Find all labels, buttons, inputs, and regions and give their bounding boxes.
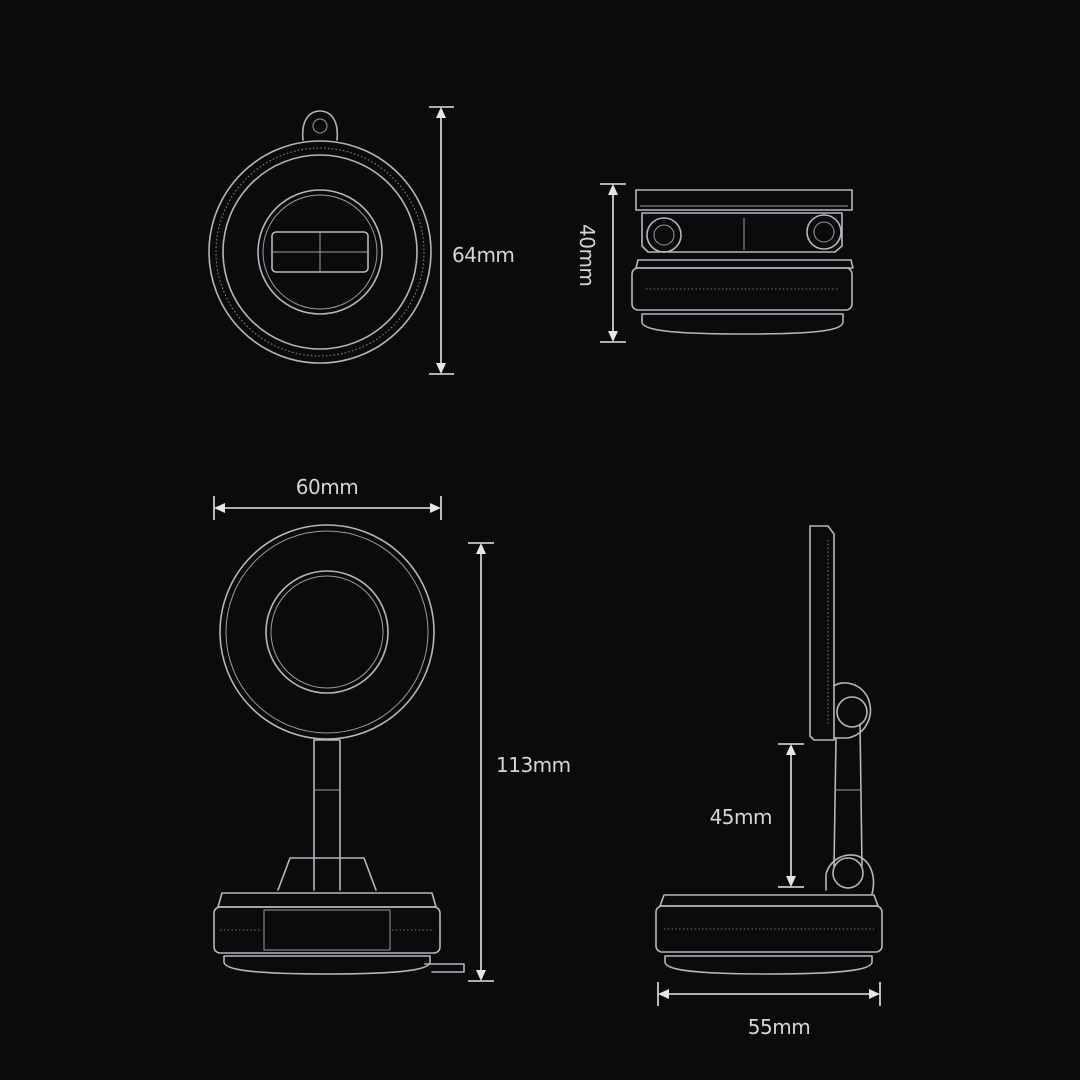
hang-loop-hole xyxy=(312,118,328,134)
side-arm xyxy=(833,723,863,867)
upper-pivot xyxy=(836,696,868,728)
front-knurled-base xyxy=(213,906,441,954)
base-cap xyxy=(635,259,854,269)
knurled-base xyxy=(631,267,853,311)
magnet-head-outer xyxy=(219,524,435,740)
knurl-band xyxy=(215,147,425,357)
hinge-body xyxy=(641,212,843,253)
side-view-extended xyxy=(655,525,883,975)
dimension-60mm: 60mm xyxy=(213,475,442,520)
label-55mm: 55mm xyxy=(748,1015,810,1039)
left-pivot xyxy=(646,217,682,253)
side-suction-pad xyxy=(664,955,873,975)
label-45mm: 45mm xyxy=(710,805,772,829)
suction-pad xyxy=(641,313,844,335)
dimension-113mm: 113mm xyxy=(468,542,571,982)
right-pivot xyxy=(806,214,842,250)
label-113mm: 113mm xyxy=(496,753,571,777)
label-64mm: 64mm xyxy=(452,243,514,267)
front-view-extended xyxy=(213,524,465,975)
center-disc xyxy=(257,189,383,315)
outer-ring xyxy=(208,140,432,364)
side-knurled-base xyxy=(655,905,883,953)
lower-hinge xyxy=(825,854,875,895)
front-suction-pad xyxy=(223,955,431,975)
dimension-40mm: 40mm xyxy=(575,183,626,343)
head-plate xyxy=(635,189,853,211)
dimension-55mm: 55mm xyxy=(657,982,881,1039)
magnet-head-inner xyxy=(265,570,389,694)
hinge-block xyxy=(277,857,377,891)
release-tab xyxy=(424,963,465,973)
center-disc-inner xyxy=(262,194,378,310)
hang-loop xyxy=(301,110,339,141)
side-view-compact xyxy=(631,189,854,335)
lower-pivot xyxy=(832,857,864,889)
inner-ring xyxy=(222,154,418,350)
stem xyxy=(313,739,341,859)
top-view-mount xyxy=(208,110,432,364)
side-head-plate xyxy=(809,525,835,741)
label-60mm: 60mm xyxy=(296,475,358,499)
dimension-64mm: 64mm xyxy=(429,106,515,375)
label-40mm: 40mm xyxy=(575,224,599,286)
upper-hinge xyxy=(833,682,872,739)
dimension-45mm: 45mm xyxy=(710,743,804,888)
